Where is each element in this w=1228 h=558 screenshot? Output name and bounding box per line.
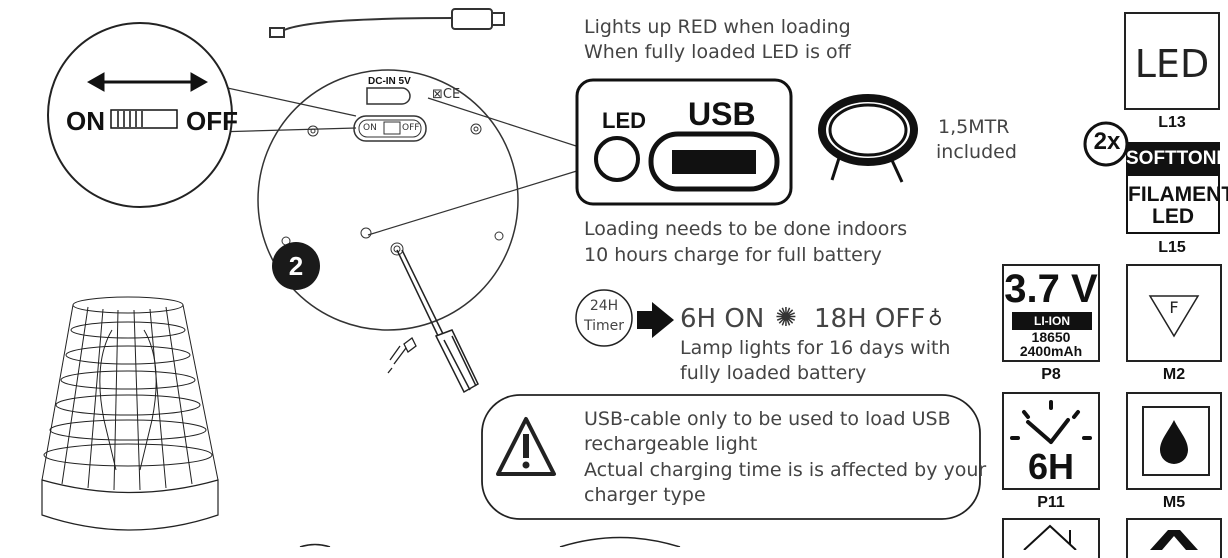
dc-in-port <box>366 87 411 105</box>
timer-desc-line1: Lamp lights for 16 days with <box>680 337 951 359</box>
step-badge <box>272 242 320 290</box>
warning-line4: charger type <box>584 484 706 506</box>
bottom-cutoff-shape <box>559 536 681 547</box>
filament-line1: FILAMENT <box>1128 183 1228 206</box>
zoom-switch-graphic <box>110 109 178 129</box>
code-m2: M2 <box>1162 366 1186 383</box>
double-arrow-icon <box>86 72 209 92</box>
led-label: LED <box>602 108 646 133</box>
cable-included: included <box>936 141 1017 163</box>
battery-type: LI-ION <box>1034 314 1070 328</box>
code-p8: P8 <box>1041 366 1061 383</box>
timer-badge <box>575 289 633 347</box>
timer-hours-text: 6H <box>1027 446 1075 487</box>
compliance-marks: ⊠CE <box>432 87 461 102</box>
filament-box: FILAMENT LED <box>1126 176 1228 234</box>
warning-line1: USB-cable only to be used to load USB <box>584 408 951 430</box>
timer-desc-line2: fully loaded battery <box>680 362 867 384</box>
battery-model: 18650 <box>1031 329 1071 345</box>
code-m5: M5 <box>1162 494 1186 511</box>
charging-note-line2: When fully loaded LED is off <box>584 41 851 63</box>
timer-badge-line1: 24H <box>589 298 619 314</box>
usb-cable-illustration <box>269 8 505 38</box>
bulb-on-icon: ✺ <box>775 303 797 333</box>
bulb-off-icon: ♁ <box>928 306 943 330</box>
switch-on-label: ON <box>66 106 105 136</box>
led-indicator-icon <box>594 136 640 182</box>
softtone-banner: SOFTTONE <box>1126 142 1228 176</box>
f-mark-icon-box: F <box>1126 264 1222 362</box>
arrow-right-icon <box>637 302 674 338</box>
f-mark-text: F <box>1169 298 1179 317</box>
battery-capacity: 2400mAh <box>1019 343 1083 359</box>
cage-lamp-illustration <box>41 296 219 531</box>
code-l13: L13 <box>1158 114 1186 131</box>
battery-voltage: 3.7 V <box>1004 267 1098 311</box>
timer-badge-line2: Timer <box>583 318 625 334</box>
house-icon-box <box>1002 518 1100 558</box>
cable-length: 1,5MTR <box>938 116 1010 138</box>
usb-label: USB <box>688 96 756 132</box>
recycle-icon <box>1150 530 1198 550</box>
clock-icon <box>1010 400 1092 444</box>
code-p11: P11 <box>1037 494 1065 511</box>
house-icon <box>1023 524 1077 550</box>
screw-icon <box>387 337 417 374</box>
filament-line2: LED <box>1152 205 1194 228</box>
water-drop-icon <box>1160 420 1188 464</box>
warning-icon <box>496 417 556 476</box>
plate-switch-off-label: OFF <box>402 123 420 133</box>
timer-on-text: 6H ON <box>680 304 765 334</box>
warning-line3: Actual charging time is is affected by y… <box>584 459 987 481</box>
plate-switch-on-label: ON <box>363 123 377 133</box>
charging-indoors-note: Loading needs to be done indoors <box>584 218 908 240</box>
screwdriver-illustration <box>396 249 479 394</box>
recycle-icon-box <box>1126 518 1222 558</box>
base-plate <box>257 69 519 331</box>
battery-type-badge: LI-ION <box>1012 312 1092 330</box>
timer-off-text: 18H OFF <box>814 304 926 334</box>
dc-in-label: DC-IN 5V <box>368 76 411 87</box>
charging-note-line1: Lights up RED when loading <box>584 16 851 38</box>
drop-icon-box <box>1126 392 1222 490</box>
timer-icon-box: 6H <box>1002 392 1100 490</box>
charging-duration-note: 10 hours charge for full battery <box>584 244 882 266</box>
f-triangle-icon <box>1148 295 1200 338</box>
step-number: 2 <box>288 251 304 281</box>
warning-line2: rechargeable light <box>584 433 758 455</box>
coiled-cable-illustration <box>818 94 918 183</box>
code-l15: L15 <box>1158 239 1186 256</box>
multiplier-text: 2x <box>1093 128 1121 155</box>
battery-icon-box: 3.7 V LI-ION 18650 2400mAh <box>1002 264 1100 362</box>
led-icon-box: LED <box>1124 12 1220 110</box>
drop-inner-frame <box>1142 406 1210 476</box>
led-icon-text: LED <box>1134 42 1210 86</box>
softtone-text: SOFTTONE <box>1126 148 1228 169</box>
warning-box <box>481 394 981 520</box>
switch-off-label: OFF <box>186 106 238 136</box>
